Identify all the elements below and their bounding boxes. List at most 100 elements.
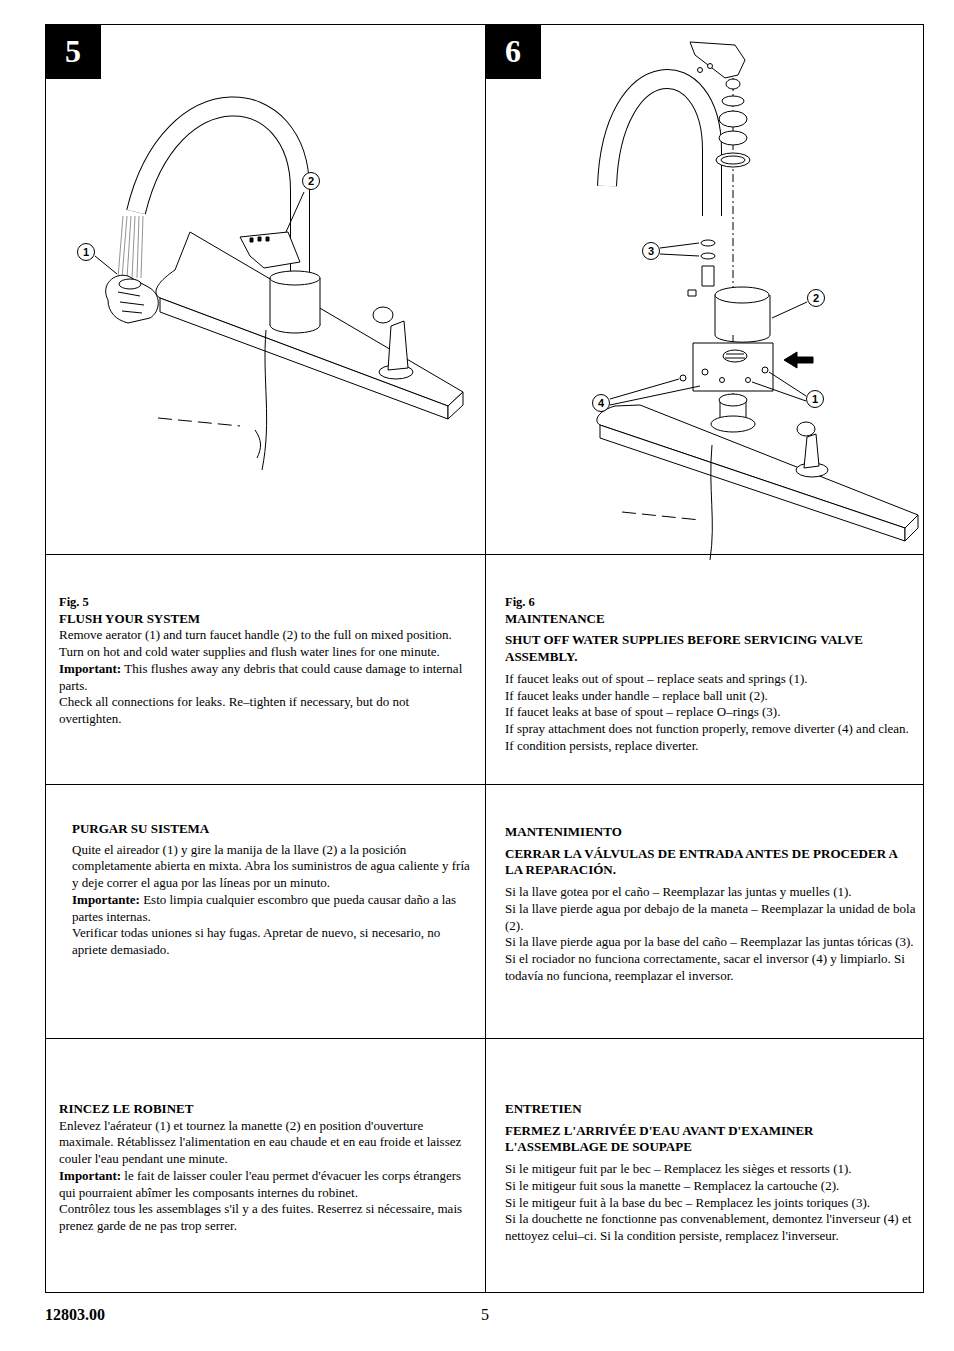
section-heading: SHUT OFF WATER SUPPLIES BEFORE SERVICING… (505, 632, 917, 665)
callout-number: 3 (648, 246, 654, 257)
section-heading: FERMEZ L'ARRIVÉE D'EAU AVANT D'EXAMINER … (505, 1123, 919, 1156)
page-grid (45, 24, 924, 1293)
instruction-cell: RINCEZ LE ROBINETEnlevez l'aérateur (1) … (45, 1038, 485, 1292)
water-spray (118, 216, 143, 278)
emphasis-lead: Importante: (72, 892, 140, 907)
figure-label: Fig. 6 (505, 594, 917, 611)
faucet-handle (240, 232, 300, 268)
spout-outline (607, 79, 712, 216)
document-number: 12803.00 (45, 1306, 105, 1324)
instruction-text: Remove aerator (1) and turn faucet handl… (59, 627, 471, 660)
bonnet-ring (721, 156, 745, 164)
leader-line (610, 379, 679, 399)
leader-line (610, 386, 700, 405)
handle-slot (258, 237, 261, 241)
column-rule (485, 24, 486, 1292)
valve-body (770, 295, 771, 335)
leader-line (660, 254, 699, 256)
callout-number: 2 (308, 176, 314, 187)
o-ring (701, 253, 715, 259)
instruction-cell: ENTRETIEN FERMEZ L'ARRIVÉE D'EAU AVANT D'… (485, 1038, 923, 1292)
sprayer-handle (388, 321, 408, 370)
section-heading: FLUSH YOUR SYSTEM (59, 611, 471, 628)
callout-number: 2 (813, 293, 819, 304)
page-number: 5 (481, 1306, 489, 1324)
faucet-cap (270, 271, 320, 285)
instruction-text: Si le mitigeur fuit par le bec – Remplac… (505, 1161, 919, 1178)
callout-number: 1 (83, 247, 89, 258)
instruction-text: If faucet leaks at base of spout – repla… (505, 704, 917, 721)
instruction-text: Verificar todas uniones si hay fugas. Ap… (72, 925, 475, 958)
handle-slot (266, 237, 269, 241)
diverter-part (680, 375, 686, 381)
outer-frame (46, 25, 924, 1293)
leader-line (95, 256, 117, 274)
instruction-text: Contrôlez tous les assemblages s'il y a … (59, 1201, 477, 1234)
spout-outline (136, 106, 300, 272)
o-ring (701, 240, 715, 246)
seat (702, 369, 708, 375)
instruction-text: Si le mitigeur fuit à la base du bec – R… (505, 1195, 919, 1212)
supply-hose (710, 445, 712, 560)
water-stream (141, 216, 143, 278)
cam (719, 131, 747, 145)
ball-unit (723, 350, 747, 362)
direction-arrow (784, 352, 813, 368)
leader-line (769, 372, 806, 396)
deck-end (448, 392, 463, 419)
valve-body (715, 295, 716, 335)
spout-sleeve (702, 266, 714, 286)
water-stream (118, 216, 123, 278)
callout-circle: 1 (77, 243, 95, 261)
section-heading: ENTRETIEN (505, 1101, 919, 1118)
leader-line (752, 382, 806, 401)
deck-top (597, 405, 918, 528)
callout-number: 4 (598, 398, 604, 409)
callout-circle: 1 (806, 390, 824, 408)
flush-illustration (95, 106, 463, 470)
spring (720, 378, 725, 383)
step-number: 6 (505, 33, 521, 70)
water-stream (137, 216, 139, 278)
hand-fingers (118, 292, 144, 313)
water-stream (122, 216, 127, 278)
section-heading: MAINTENANCE (505, 611, 917, 628)
emphasis-lead: Important: (59, 1168, 121, 1183)
instruction-text: Si la llave pierde agua por debajo de la… (505, 901, 917, 934)
sprayer-handle (804, 434, 819, 468)
detail-box (693, 343, 773, 391)
callout-number: 1 (812, 394, 818, 405)
spout (607, 79, 712, 217)
adjusting-ring (722, 96, 744, 106)
supply-hose (262, 330, 267, 470)
section-heading: CERRAR LA VÁLVULAS DE ENTRADA ANTES DE P… (505, 846, 917, 879)
valve-body (715, 335, 770, 342)
instruction-text: Si la llave pierde agua por la base del … (505, 934, 917, 951)
instruction-text: Check all connections for leaks. Re–tigh… (59, 694, 471, 727)
maintenance-illustration (597, 42, 918, 560)
section-heading: PURGAR SU SISTEMA (72, 821, 475, 838)
ball-unit (725, 354, 745, 358)
sprayer-head (797, 422, 815, 436)
clip (688, 290, 696, 296)
deck-end (905, 515, 918, 541)
seat (762, 367, 768, 373)
deck-front (600, 425, 905, 541)
bonnet-ring (716, 153, 750, 167)
row-rule (45, 554, 923, 555)
instruction-text: If faucet leaks under handle – replace b… (505, 688, 917, 705)
row-rule (45, 1038, 923, 1039)
water-stream (132, 216, 135, 278)
instruction-text: Si la llave gotea por el caño – Reemplaz… (505, 884, 917, 901)
leader-line (772, 302, 807, 318)
row-rule (45, 784, 923, 785)
callout-circle: 4 (592, 394, 610, 412)
instruction-text: Si la douchette ne fonctionne pas conven… (505, 1211, 919, 1244)
instruction-cell: MANTENIMIENTOCERRAR LA VÁLVULAS DE ENTRA… (485, 784, 923, 1038)
valve-body-top (715, 287, 769, 303)
instruction-text: Quite el aireador (1) y gire la manija d… (72, 842, 475, 892)
basin-edge (158, 418, 240, 426)
figure-label: Fig. 5 (59, 594, 471, 611)
step-number: 5 (65, 33, 81, 70)
